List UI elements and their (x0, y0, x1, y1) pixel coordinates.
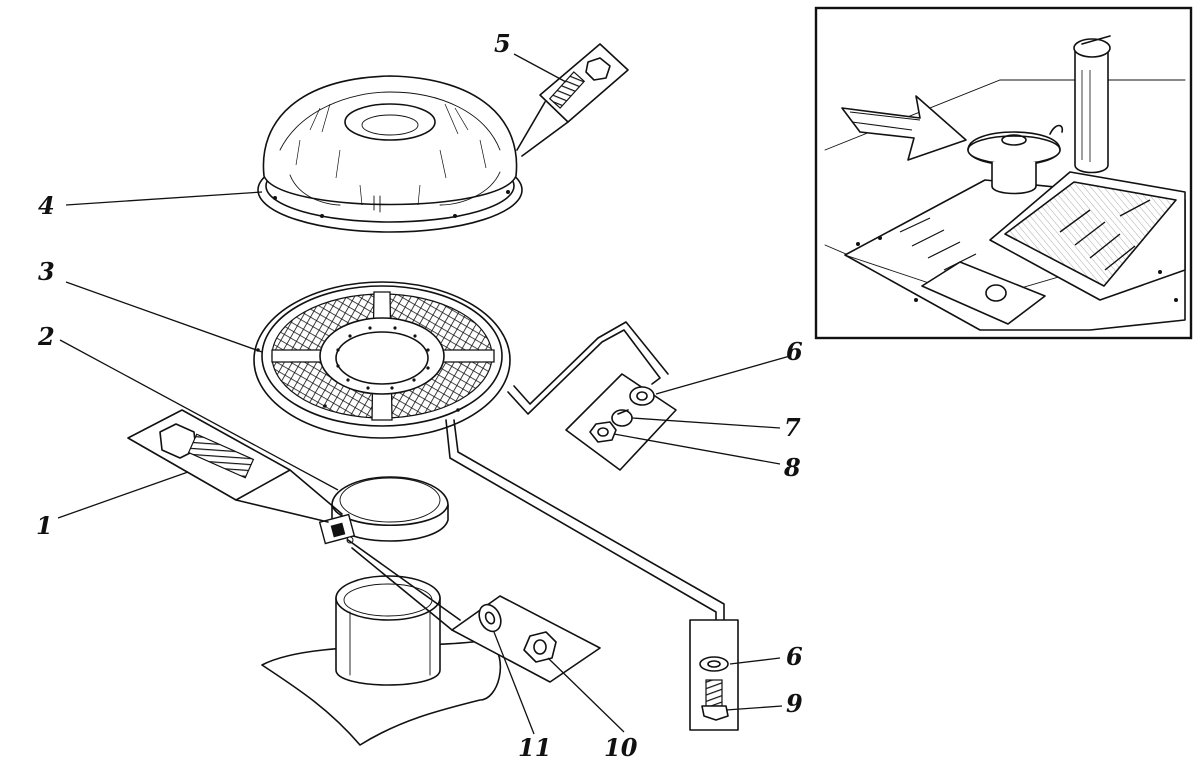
callout-3: 3 (38, 257, 55, 286)
location-inset-view (814, 6, 1193, 340)
mesh-fastener-inset-upper (507, 321, 677, 471)
cover-bolt-part (516, 43, 629, 157)
callout-9: 9 (786, 689, 803, 718)
intake-pipe-part (261, 575, 502, 746)
callout-labels: 4 3 2 1 5 6 7 8 6 9 10 11 (36, 29, 803, 762)
filter-mesh-part (253, 281, 511, 439)
leader-lines (57, 53, 791, 735)
filter-cover-part (257, 75, 523, 233)
callout-7: 7 (784, 413, 801, 442)
clamp-band-part (318, 476, 449, 545)
callout-10: 10 (604, 733, 638, 762)
callout-6-upper: 6 (786, 337, 803, 366)
callout-6-lower: 6 (786, 642, 803, 671)
clamp-bolt-part (127, 409, 343, 523)
callout-4: 4 (38, 191, 55, 220)
callout-11: 11 (518, 733, 551, 762)
mesh-fastener-inset-lower (445, 419, 739, 731)
callout-8: 8 (783, 453, 801, 482)
callout-1: 1 (36, 511, 53, 540)
callout-5: 5 (494, 29, 511, 58)
clamp-nut-washer-inset (347, 539, 601, 683)
callout-2: 2 (37, 322, 55, 351)
